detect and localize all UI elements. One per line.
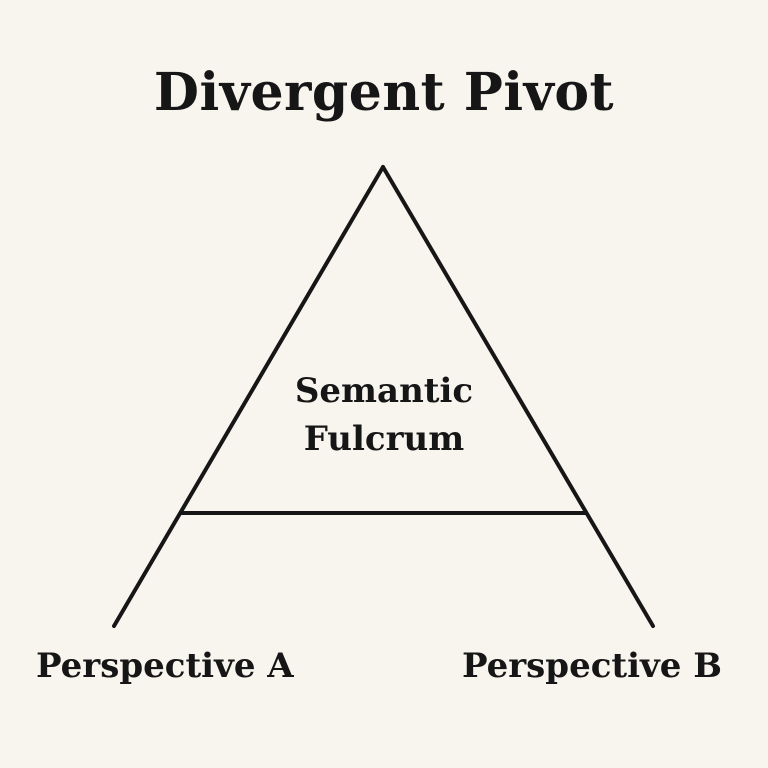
fulcrum-label: Semantic Fulcrum [234,368,534,463]
fulcrum-label-line1: Semantic [294,371,474,411]
left-edge-line [112,165,385,628]
diagram-title: Divergent Pivot [153,62,615,123]
perspective-a-label: Perspective A [36,646,294,686]
right-edge-line [381,165,655,628]
perspective-b-label: Perspective B [461,646,722,686]
fulcrum-label-line2: Fulcrum [303,418,465,459]
